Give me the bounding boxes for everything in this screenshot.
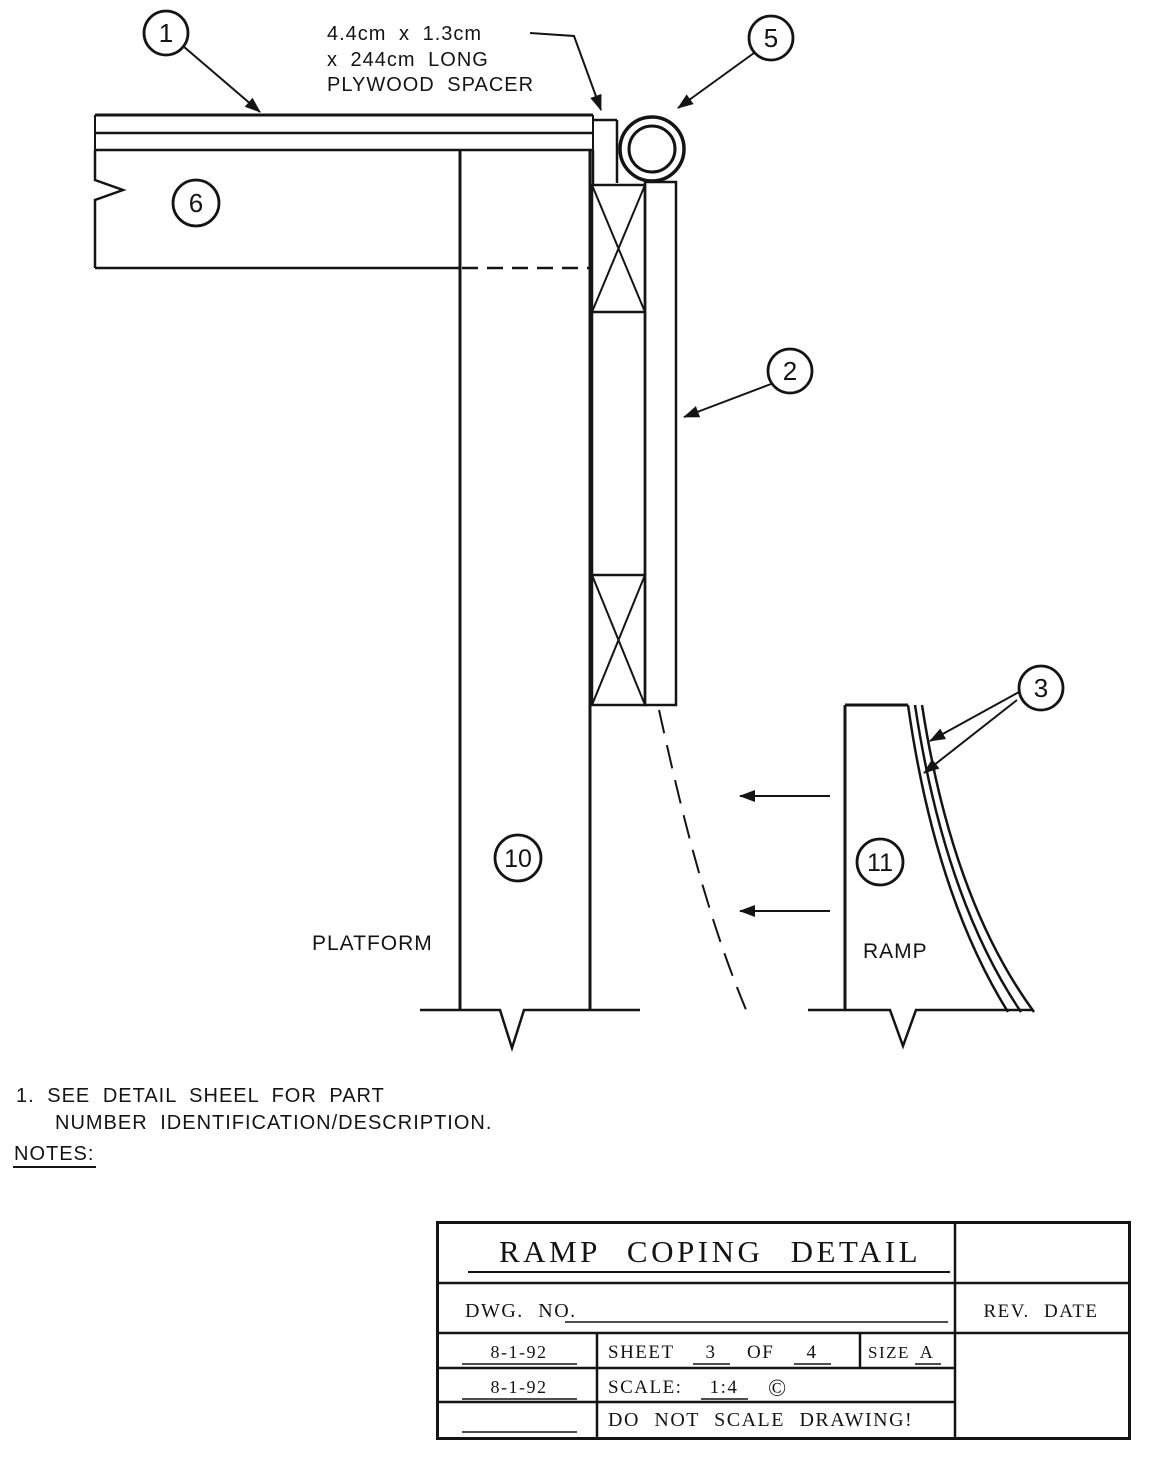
break-symbol-ramp-bottom (808, 1008, 1032, 1050)
callout-3-number: 3 (1034, 673, 1048, 703)
callout-1: 1 (142, 9, 190, 57)
callout-1-number: 1 (159, 18, 173, 48)
notes-heading: NOTES: (14, 1143, 94, 1165)
title-block: RAMP COPING DETAIL DWG. NO. REV. DATE 8-… (436, 1221, 1131, 1440)
note-item-1-line-1: 1. SEE DETAIL SHEEL FOR PART (16, 1085, 385, 1107)
sheet-number: 3 (706, 1342, 717, 1363)
of-label: OF (747, 1342, 774, 1363)
direction-arrows (739, 790, 830, 917)
sheet-label: SHEET (608, 1342, 675, 1363)
ramp-label: RAMP (863, 940, 928, 963)
date-field-1: 8-1-92 (491, 1342, 548, 1362)
rev-date-label: REV. DATE (983, 1301, 1098, 1322)
callout-10-number: 10 (504, 845, 532, 873)
callout-11: 11 (855, 837, 905, 887)
spacer-note-line-3: PLYWOOD SPACER (327, 74, 534, 96)
spacer-hatch-blocks (590, 183, 647, 707)
do-not-scale-warning: DO NOT SCALE DRAWING! (608, 1409, 913, 1431)
spacer-note-line-2: x 244cm LONG (327, 49, 489, 71)
callout-6-number: 6 (189, 188, 203, 218)
coping-pipe (618, 115, 686, 183)
platform-label: PLATFORM (312, 932, 433, 955)
break-symbol-platform-bottom (420, 1008, 640, 1053)
coping-board (643, 180, 678, 707)
size-value: A (920, 1342, 935, 1362)
platform-joist (93, 150, 590, 270)
break-symbol-left (93, 150, 127, 268)
hidden-ramp-curve (658, 709, 748, 1013)
sheet-total: 4 (807, 1342, 818, 1363)
callout-11-number: 11 (867, 849, 893, 877)
notes-section: 1. SEE DETAIL SHEEL FOR PART NUMBER IDEN… (13, 1085, 492, 1168)
date-field-2: 8-1-92 (491, 1377, 548, 1397)
spacer-note-line-1: 4.4cm x 1.3cm (327, 23, 482, 45)
size-label: SIZE (868, 1343, 910, 1362)
title-block-grid (436, 1221, 1131, 1440)
callout-5-number: 5 (764, 23, 778, 53)
plywood-spacer (591, 118, 619, 185)
callout-6: 6 (171, 178, 221, 228)
drawing-title: RAMP COPING DETAIL (499, 1234, 921, 1269)
scale-label: SCALE: (608, 1377, 682, 1398)
callout-2-number: 2 (783, 356, 797, 386)
spacer-annotation: 4.4cm x 1.3cm x 244cm LONG PLYWOOD SPACE… (327, 23, 534, 96)
leader-lines (182, 32, 1020, 774)
callout-5: 5 (747, 14, 795, 62)
platform-deck (94, 113, 594, 152)
stamp-mark: © (768, 1376, 788, 1402)
ramp-section (808, 703, 1036, 1050)
note-item-1-line-2: NUMBER IDENTIFICATION/DESCRIPTION. (55, 1112, 492, 1134)
dwg-no-label: DWG. NO. (465, 1300, 577, 1322)
scale-value: 1:4 (710, 1377, 739, 1398)
callout-3: 3 (1017, 664, 1065, 712)
platform-wall (420, 150, 640, 1053)
callout-10: 10 (493, 833, 543, 883)
callout-2: 2 (766, 347, 814, 395)
